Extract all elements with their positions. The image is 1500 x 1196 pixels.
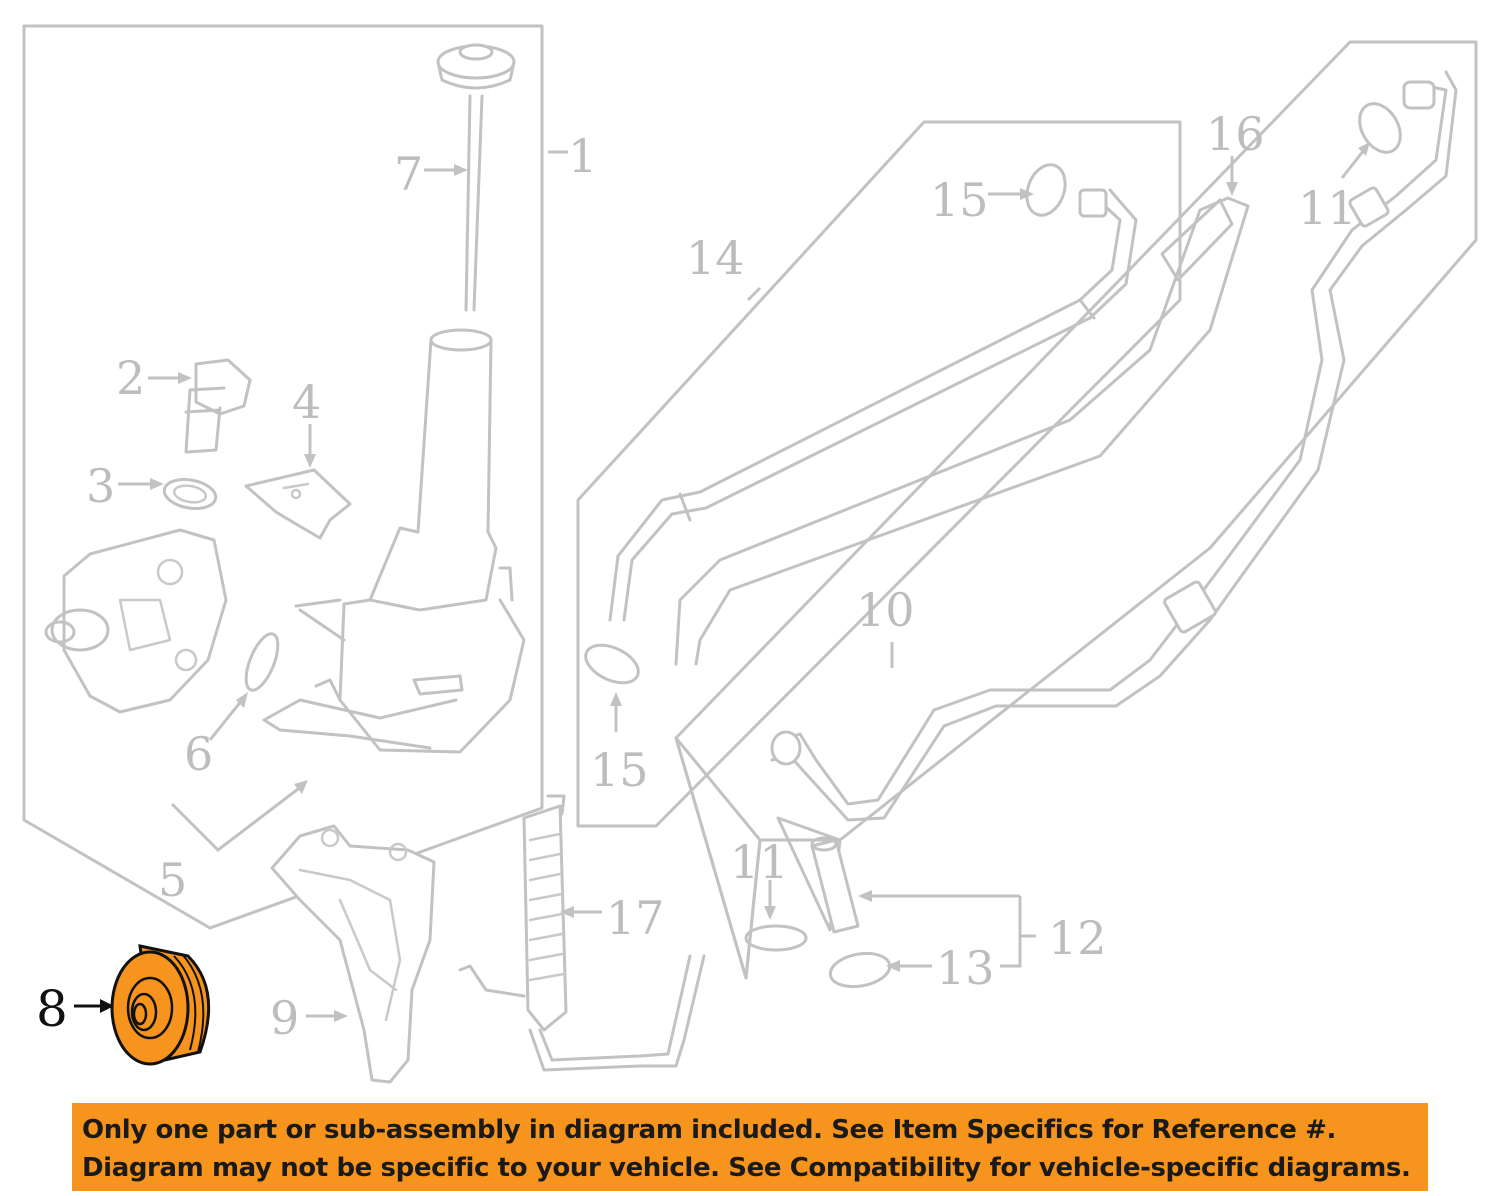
- part-6-o-ring: [244, 632, 280, 692]
- part-17-cooler: [458, 794, 706, 1072]
- part-4-bracket: [244, 468, 352, 540]
- part-3-o-ring: [162, 477, 218, 511]
- callout-3: 3: [86, 459, 115, 513]
- disclaimer-line-1: Only one part or sub-assembly in diagram…: [82, 1115, 1336, 1145]
- part-14-pressure-hose: [608, 188, 1138, 622]
- pump-body: [44, 528, 228, 714]
- part-10-hose-assembly: [770, 70, 1458, 822]
- part-15-washer-upper: [1025, 163, 1067, 217]
- part-9-pump-bracket: [270, 824, 436, 1084]
- callout-6: 6: [184, 727, 213, 781]
- callout-16: 16: [1206, 107, 1265, 161]
- panel-group-11-lower: [674, 736, 762, 980]
- callout-7: 7: [394, 147, 423, 201]
- callout-4: 4: [292, 375, 321, 429]
- disclaimer-line-2: Diagram may not be specific to your vehi…: [82, 1153, 1411, 1183]
- part-7-dipstick: [436, 43, 516, 312]
- part-2-fitting: [184, 358, 252, 454]
- disclaimer-banner: Only one part or sub-assembly in diagram…: [72, 1103, 1428, 1191]
- callout-5: 5: [158, 853, 187, 907]
- callout-13: 13: [936, 941, 995, 995]
- callout-12: 12: [1048, 911, 1107, 965]
- part-11-washer-upper: [1358, 102, 1402, 154]
- leader-lines: [74, 142, 1370, 1022]
- callout-1: 1: [568, 129, 597, 183]
- part-12-fitting: [810, 836, 860, 934]
- part-13-o-ring: [828, 951, 892, 989]
- part-8-pulley: [110, 944, 211, 1066]
- callout-17: 17: [606, 891, 665, 945]
- part-16-return-hose: [674, 196, 1250, 666]
- callout-15-upper: 15: [930, 173, 989, 227]
- callout-15-lower: 15: [590, 743, 649, 797]
- part-3-o-ring-inner: [172, 484, 208, 504]
- callout-9: 9: [270, 991, 299, 1045]
- callout-11-lower: 11: [730, 835, 789, 889]
- callout-14: 14: [686, 231, 745, 285]
- part-1-reservoir: [262, 328, 526, 754]
- callout-8: 8: [36, 980, 68, 1038]
- callout-2: 2: [116, 351, 145, 405]
- callout-10: 10: [856, 583, 915, 637]
- panel-group-14: [576, 120, 1182, 828]
- part-11-washer-lower: [744, 924, 808, 952]
- callout-11-upper: 11: [1298, 181, 1357, 235]
- part-15-washer-lower: [584, 643, 640, 685]
